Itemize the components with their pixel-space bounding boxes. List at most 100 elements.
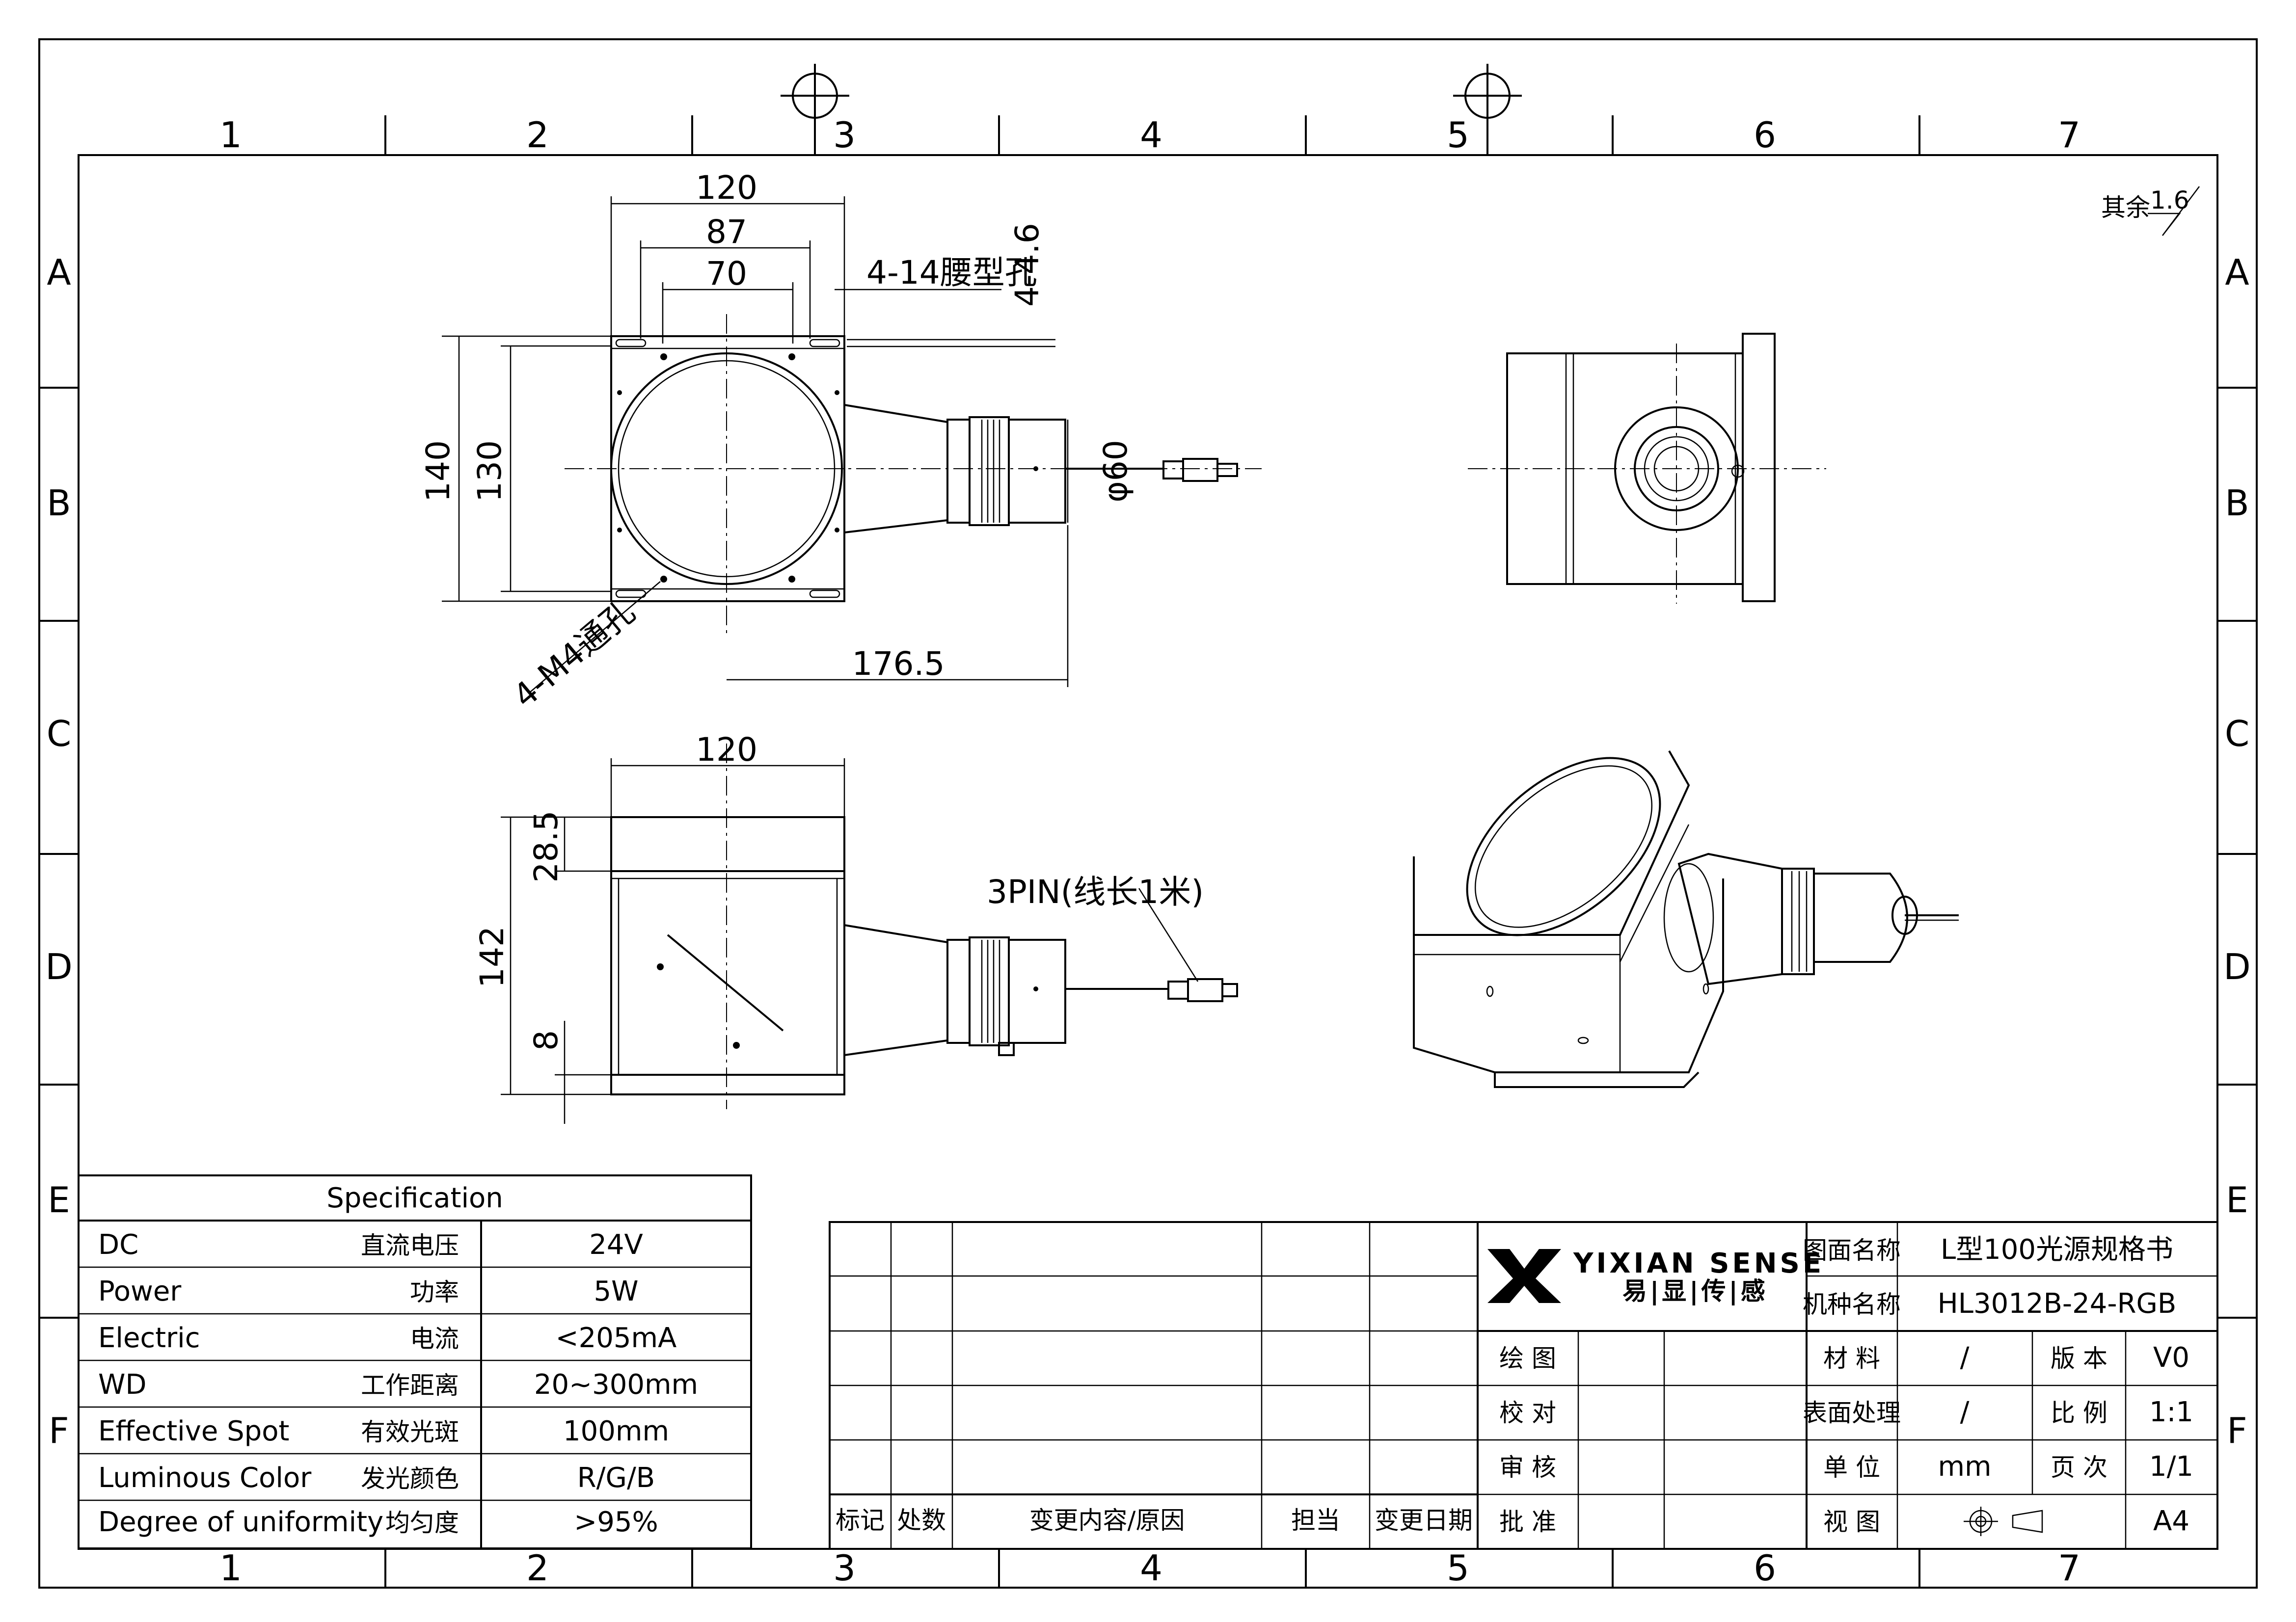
role-reviewer: 审 核 xyxy=(1499,1453,1556,1482)
zone-row-f: F xyxy=(49,1410,69,1451)
zone-labels-top: 1 2 3 4 5 6 7 xyxy=(219,114,2080,156)
zone-row-e-right: E xyxy=(2226,1179,2248,1221)
spec-row-value: R/G/B xyxy=(577,1462,655,1494)
front-view-dimensions: 120 142 28.5 8 3PIN(线长1米) xyxy=(473,731,1204,1124)
dim-87: 87 xyxy=(706,213,747,251)
zone-col-2: 2 xyxy=(526,114,549,156)
paper-size: A4 xyxy=(2153,1505,2189,1537)
zone-dividers xyxy=(39,115,2257,1588)
revision-table: 标记 处数 变更内容/原因 担当 变更日期 xyxy=(829,1221,1479,1550)
zone-row-d-right: D xyxy=(2223,946,2250,987)
dim-slot-width: 4-4.6 xyxy=(1008,223,1046,307)
drawing-name-label: 图面名称 xyxy=(1803,1236,1901,1265)
model-label: 机种名称 xyxy=(1803,1290,1901,1319)
centering-mark-2 xyxy=(1453,64,1522,155)
top-view-dimensions: 120 87 70 4-14腰型孔 4-4.6 140 130 φ60 4-M4… xyxy=(419,169,1134,715)
spec-row-value: >95% xyxy=(574,1506,658,1538)
company-name-en: YIXIAN SENSE xyxy=(1573,1248,1824,1279)
version-value: V0 xyxy=(2153,1342,2189,1374)
zone-row-e: E xyxy=(48,1179,70,1221)
spec-row-value: 5W xyxy=(594,1276,639,1307)
model-name: HL3012B-24-RGB xyxy=(1938,1288,2177,1320)
rev-header: 担当 xyxy=(1291,1506,1340,1535)
spec-row-value: 24V xyxy=(589,1229,643,1261)
specification-table: Specification DC 直流电压 24V Power 功率 5W El… xyxy=(78,1174,752,1549)
role-checker: 校 对 xyxy=(1499,1399,1556,1427)
spec-row-en: Degree of uniformity xyxy=(98,1506,383,1538)
zone-col-5-bottom: 5 xyxy=(1447,1547,1469,1589)
view-label: 视 图 xyxy=(1823,1508,1880,1536)
role-drafter: 绘 图 xyxy=(1499,1344,1556,1373)
scale-label: 比 例 xyxy=(2051,1399,2107,1427)
rev-header: 变更日期 xyxy=(1375,1506,1473,1535)
unit-value: mm xyxy=(1938,1451,1991,1483)
zone-row-b: B xyxy=(47,482,71,524)
company-logo-icon xyxy=(1487,1249,1561,1303)
zone-row-d: D xyxy=(45,946,72,987)
top-view xyxy=(565,314,1262,638)
spec-title: Specification xyxy=(326,1182,503,1214)
dim-front-width: 120 xyxy=(696,731,757,769)
zone-row-c: C xyxy=(47,713,71,754)
spec-row-en: Effective Spot xyxy=(98,1415,289,1447)
spec-row-cn: 发光颜色 xyxy=(361,1464,459,1493)
zone-col-3-bottom: 3 xyxy=(833,1547,856,1589)
zone-col-1-bottom: 1 xyxy=(219,1547,242,1589)
spec-row-cn: 均匀度 xyxy=(385,1509,459,1537)
dim-slot-holes: 4-14腰型孔 xyxy=(866,254,1037,292)
zone-labels-bottom: 1 2 3 4 5 6 7 xyxy=(219,1547,2080,1589)
drawing-name: L型100光源规格书 xyxy=(1941,1234,2173,1266)
dim-top-width: 120 xyxy=(696,169,757,207)
dim-front-height: 142 xyxy=(473,926,511,988)
dim-length: 176.5 xyxy=(852,645,945,683)
zone-col-7-bottom: 7 xyxy=(2058,1547,2080,1589)
dim-height-140: 140 xyxy=(419,440,457,502)
surface-label: 表面处理 xyxy=(1803,1399,1901,1427)
inner-border xyxy=(78,154,2218,1550)
cable-note: 3PIN(线长1米) xyxy=(987,873,1204,911)
unit-label: 单 位 xyxy=(1823,1453,1880,1482)
surface-finish-value: 1.6 xyxy=(2150,186,2189,214)
spec-row-en: Power xyxy=(98,1276,182,1307)
zone-col-6-bottom: 6 xyxy=(1754,1547,1776,1589)
dim-through-holes: 4-M4通孔 xyxy=(506,593,642,716)
spec-row-value: 20~300mm xyxy=(534,1369,698,1401)
spec-row-cn: 直流电压 xyxy=(361,1231,459,1260)
spec-row-en: Luminous Color xyxy=(98,1462,312,1494)
spec-row-value: 100mm xyxy=(563,1415,669,1447)
front-view xyxy=(610,744,1238,1109)
zone-col-7: 7 xyxy=(2058,114,2080,156)
zone-col-3: 3 xyxy=(833,114,856,156)
zone-col-5: 5 xyxy=(1447,114,1469,156)
page-value: 1/1 xyxy=(2149,1451,2193,1483)
zone-col-6: 6 xyxy=(1754,114,1776,156)
rev-header: 处数 xyxy=(897,1506,946,1535)
zone-row-b-right: B xyxy=(2225,482,2249,524)
dim-height-130: 130 xyxy=(471,440,509,502)
zone-labels-right: A B C D E F xyxy=(2223,252,2250,1451)
projection-symbol-icon xyxy=(1964,1507,2043,1536)
isometric-view xyxy=(1413,750,1959,1088)
dim-front-top: 28.5 xyxy=(527,811,565,883)
spec-row-cn: 功率 xyxy=(410,1278,459,1306)
zone-col-2-bottom: 2 xyxy=(526,1547,549,1589)
dim-diameter: φ60 xyxy=(1097,440,1134,503)
rev-header: 标记 xyxy=(836,1506,885,1535)
spec-row-cn: 有效光斑 xyxy=(361,1418,459,1446)
zone-col-4: 4 xyxy=(1140,114,1162,156)
version-label: 版 本 xyxy=(2051,1344,2107,1373)
material-value: / xyxy=(1960,1342,1970,1374)
spec-row-en: DC xyxy=(98,1229,138,1261)
spec-row-cn: 电流 xyxy=(410,1325,459,1353)
zone-col-1: 1 xyxy=(219,114,242,156)
role-approver: 批 准 xyxy=(1499,1508,1556,1536)
spec-row-en: WD xyxy=(98,1369,147,1401)
zone-row-a-right: A xyxy=(2225,252,2249,293)
surface-finish-label: 其余 xyxy=(2101,193,2150,222)
zone-labels-left: A B C D E F xyxy=(45,252,72,1451)
dim-front-bottom: 8 xyxy=(527,1030,565,1051)
centering-mark-1 xyxy=(781,64,849,155)
dim-70: 70 xyxy=(706,255,747,292)
surface-value: / xyxy=(1960,1396,1970,1428)
